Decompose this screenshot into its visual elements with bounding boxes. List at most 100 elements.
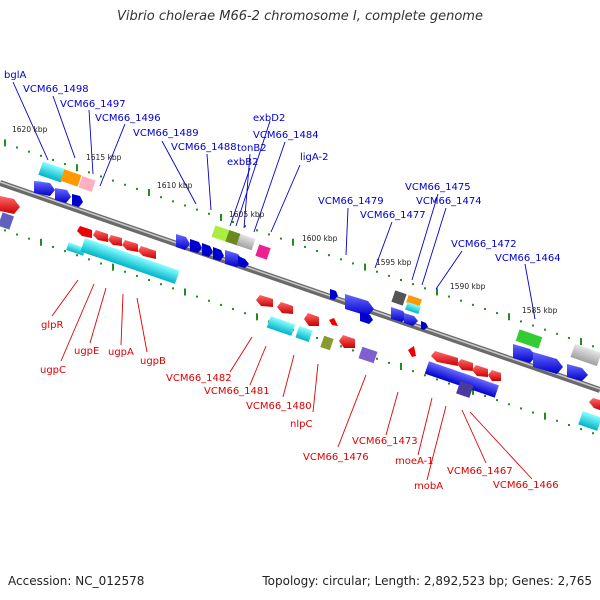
tick-label-1590: 1590 kbp xyxy=(450,282,486,291)
tick-mark xyxy=(256,229,258,232)
tick-mark xyxy=(244,225,246,228)
tick-mark xyxy=(484,307,486,310)
tick-mark xyxy=(184,288,186,296)
tick-mark xyxy=(112,179,114,182)
topology-label: Topology: circular; Length: 2,892,523 bp… xyxy=(262,574,592,588)
tick-mark xyxy=(376,357,378,360)
tick-mark xyxy=(160,196,162,199)
tick-mark xyxy=(124,270,126,273)
tick-mark xyxy=(340,345,342,348)
gene-label-VCM66_1482: VCM66_1482 xyxy=(166,373,232,384)
tick-mark xyxy=(316,337,318,340)
tick-mark xyxy=(16,146,18,149)
tick-mark xyxy=(124,183,126,186)
page-title: Vibrio cholerae M66-2 chromosome I, comp… xyxy=(117,9,483,24)
accession-label: Accession: NC_012578 xyxy=(8,574,145,588)
gene-label-exbD2: exbD2 xyxy=(253,113,285,124)
tick-mark xyxy=(172,287,174,290)
tick-label-1620: 1620 kbp xyxy=(12,125,48,134)
tick-mark xyxy=(232,221,234,224)
tick-label-1605: 1605 kbp xyxy=(229,210,265,219)
tick-mark xyxy=(472,387,474,395)
tick-mark xyxy=(460,299,462,302)
gene-label-VCM66_1473: VCM66_1473 xyxy=(352,436,418,447)
gene-label-exbB2: exbB2 xyxy=(227,157,258,168)
tick-mark xyxy=(544,412,546,420)
tick-mark xyxy=(232,308,234,311)
tick-label-1585: 1585 kbp xyxy=(522,306,558,315)
tick-mark xyxy=(4,139,6,147)
genes-lower xyxy=(66,226,600,431)
tick-mark xyxy=(556,419,558,422)
tick-mark xyxy=(352,349,354,352)
tick-track-bottom xyxy=(4,229,594,435)
tick-mark xyxy=(580,338,582,346)
tick-track-top xyxy=(4,139,594,348)
gene-label-VCM66_1498: VCM66_1498 xyxy=(23,84,89,95)
gene-label-ligA-2: ligA-2 xyxy=(300,152,329,163)
tick-mark xyxy=(148,189,150,197)
gene-label-VCM66_1472: VCM66_1472 xyxy=(451,239,517,250)
tick-mark xyxy=(388,274,390,277)
gene-label-ugpE: ugpE xyxy=(74,346,99,357)
tick-mark xyxy=(484,394,486,397)
gene-label-VCM66_1484: VCM66_1484 xyxy=(253,130,319,141)
tick-mark xyxy=(220,303,222,306)
tick-mark xyxy=(592,345,594,348)
tick-mark xyxy=(136,187,138,190)
tick-mark xyxy=(508,403,510,406)
tick-mark xyxy=(352,262,354,265)
tick-mark xyxy=(52,245,54,248)
tick-mark xyxy=(196,208,198,211)
tick-mark xyxy=(76,164,78,172)
tick-mark xyxy=(448,382,450,385)
tick-mark xyxy=(208,299,210,302)
tick-mark xyxy=(424,287,426,290)
tick-mark xyxy=(88,171,90,174)
tick-mark xyxy=(268,233,270,236)
gene-label-mobA: mobA xyxy=(414,481,443,492)
tick-mark xyxy=(208,212,210,215)
leader-lines-top xyxy=(12,81,536,320)
tick-mark xyxy=(436,288,438,296)
tick-mark xyxy=(472,303,474,306)
tick-mark xyxy=(196,295,198,298)
chromosome-backbone xyxy=(0,180,600,393)
gene-label-VCM66_1474: VCM66_1474 xyxy=(416,196,482,207)
tick-mark xyxy=(100,175,102,178)
gene-label-VCM66_1481: VCM66_1481 xyxy=(204,386,270,397)
gene-label-tonB2: tonB2 xyxy=(237,143,267,154)
tick-mark xyxy=(412,283,414,286)
gene-label-VCM66_1476: VCM66_1476 xyxy=(303,452,369,463)
tick-mark xyxy=(580,428,582,431)
tick-mark xyxy=(376,270,378,273)
tick-mark xyxy=(40,154,42,157)
tick-mark xyxy=(52,158,54,161)
gene-labels-bottom: glpR ugpC ugpE ugpA ugpB VCM66_1482 VCM6… xyxy=(40,320,559,492)
tick-mark xyxy=(400,279,402,281)
tick-mark xyxy=(424,374,426,377)
tick-mark xyxy=(556,332,558,335)
leader-lines-bottom xyxy=(51,279,533,481)
tick-mark xyxy=(76,254,78,257)
tick-mark xyxy=(148,279,150,282)
tick-mark xyxy=(280,237,282,240)
tick-mark xyxy=(184,204,186,207)
gene-label-VCM66_1477: VCM66_1477 xyxy=(360,210,426,221)
gene-label-VCM66_1496: VCM66_1496 xyxy=(95,113,161,124)
tick-mark xyxy=(172,200,174,203)
tick-mark xyxy=(448,295,450,298)
gene-label-ugpA: ugpA xyxy=(108,347,134,358)
gene-label-glpR: glpR xyxy=(41,320,63,331)
tick-mark xyxy=(328,254,330,257)
tick-mark xyxy=(316,250,318,253)
gene-label-bglA: bglA xyxy=(4,70,26,81)
tick-mark xyxy=(28,150,30,153)
tick-mark xyxy=(400,363,402,370)
tick-mark xyxy=(412,370,414,373)
tick-labels: 1620 kbp 1615 kbp 1610 kbp 1605 kbp 1600… xyxy=(12,125,558,315)
tick-mark xyxy=(88,258,90,261)
tick-mark xyxy=(496,312,498,315)
gene-label-VCM66_1488: VCM66_1488 xyxy=(171,142,237,153)
